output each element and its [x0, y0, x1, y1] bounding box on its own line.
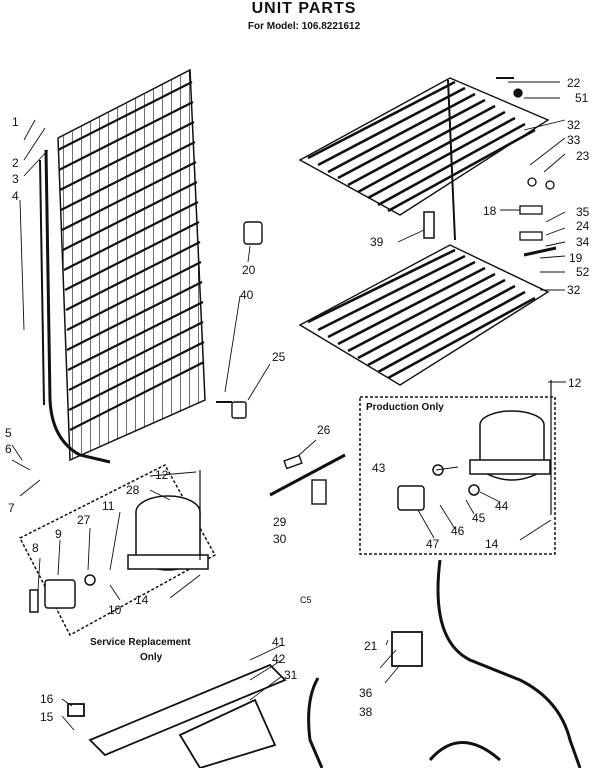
label-34: 34 — [576, 235, 590, 249]
leader-lines — [11, 81, 566, 731]
label-52: 52 — [576, 265, 590, 279]
label-12-service: 12 — [155, 468, 169, 482]
label-20: 20 — [242, 263, 256, 277]
label-45: 45 — [472, 511, 486, 525]
stray-mark: C5 — [300, 595, 312, 605]
label-10: 10 — [108, 603, 122, 617]
label-41: 41 — [272, 635, 286, 649]
label-21: 21 — [364, 639, 378, 653]
service-replacement-caption-line2: Only — [140, 652, 163, 663]
label-31: 31 — [284, 668, 298, 682]
evaporator-lower — [298, 211, 550, 386]
label-32-upper: 32 — [567, 118, 581, 132]
label-29: 29 — [273, 515, 287, 529]
label-16: 16 — [40, 692, 54, 706]
label-11: 11 — [102, 499, 115, 513]
label-22: 22 — [567, 76, 581, 90]
label-15: 15 — [40, 710, 54, 724]
evaporator-hardware — [496, 77, 557, 257]
label-19: 19 — [569, 251, 583, 265]
label-35: 35 — [576, 205, 590, 219]
label-33: 33 — [567, 133, 581, 147]
label-36: 36 — [359, 686, 373, 700]
label-39: 39 — [370, 235, 384, 249]
diagram-title: UNIT PARTS — [251, 0, 357, 17]
label-14-service: 14 — [135, 593, 149, 607]
label-47: 47 — [426, 537, 440, 551]
label-26: 26 — [317, 423, 331, 437]
label-1: 1 — [12, 115, 19, 129]
label-4: 4 — [12, 189, 19, 203]
label-2: 2 — [12, 156, 19, 170]
label-12-production: 12 — [568, 376, 582, 390]
label-38: 38 — [359, 705, 373, 719]
label-44: 44 — [495, 499, 509, 513]
label-51: 51 — [575, 91, 589, 105]
label-5: 5 — [5, 426, 12, 440]
label-24: 24 — [576, 219, 590, 233]
label-3: 3 — [12, 172, 19, 186]
label-27: 27 — [77, 513, 91, 527]
label-30: 30 — [273, 532, 287, 546]
label-14-production: 14 — [485, 537, 499, 551]
part-labels: 1 2 3 4 5 6 7 8 9 10 11 12 12 14 14 15 1… — [5, 76, 590, 724]
label-18: 18 — [483, 204, 497, 218]
label-6: 6 — [5, 442, 12, 456]
condenser-coil — [39, 68, 206, 464]
bottom-parts — [67, 559, 582, 768]
label-8: 8 — [32, 541, 39, 555]
label-46: 46 — [451, 524, 465, 538]
label-40: 40 — [240, 288, 254, 302]
label-7: 7 — [8, 501, 15, 515]
service-compressor — [18, 464, 217, 637]
label-32-lower: 32 — [567, 283, 581, 297]
evaporator-upper — [298, 77, 550, 241]
model-subtitle: For Model: 106.8221612 — [247, 21, 361, 32]
service-replacement-caption-line1: Service Replacement — [90, 637, 191, 648]
production-compressor — [359, 380, 556, 555]
label-9: 9 — [55, 527, 62, 541]
production-only-caption: Production Only — [366, 402, 444, 413]
label-42: 42 — [272, 652, 286, 666]
label-28: 28 — [126, 483, 140, 497]
label-25: 25 — [272, 350, 286, 364]
label-23: 23 — [576, 149, 590, 163]
bracket-parts — [216, 221, 346, 505]
label-43: 43 — [372, 461, 386, 475]
